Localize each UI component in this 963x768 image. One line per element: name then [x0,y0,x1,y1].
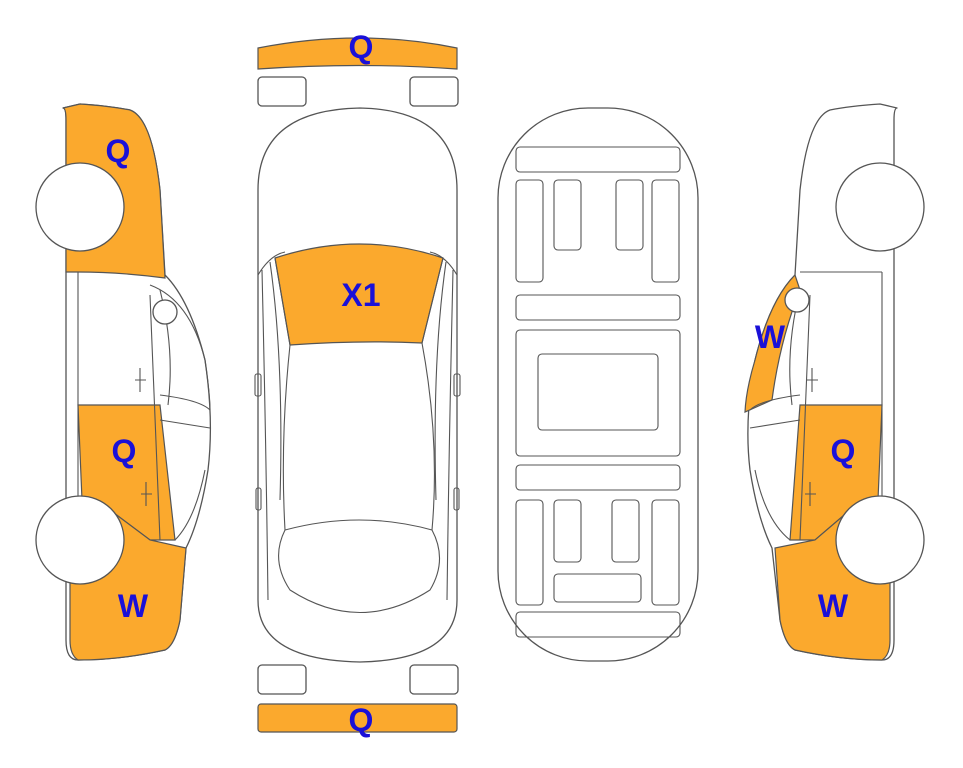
left-mirror-top [254,373,262,397]
right-rear-wheel [835,495,925,585]
left-front-fender-mark: Q [106,133,131,169]
rear-bumper-mark: Q [349,702,374,738]
underside-center-frame [515,329,681,457]
left-rear-quarter-mark: W [118,588,149,624]
underside-rear-cross [515,611,681,638]
side-sill-lines [261,261,454,601]
left-handle-top [255,487,262,511]
right-rear-quarter-mark: W [818,588,849,624]
right-side-view: W Q W [744,103,925,661]
underside-center-panel [537,353,659,431]
front-left-light [257,76,307,107]
underside-rear-left-mount [553,499,582,563]
roof-outline [282,342,435,531]
front-right-light [409,76,459,107]
left-rear-wheel [35,495,125,585]
right-front-wheel [835,162,925,252]
rear-glass-outline [278,529,441,613]
rear-right-light [409,664,459,695]
underside-front-right-mount [615,179,644,251]
left-front-door-mark: Q [112,433,137,469]
right-rear-door-mark: W [755,319,786,355]
left-rear-handle [141,482,152,506]
underside-rear-right-rail [651,499,680,606]
right-front-handle [807,368,818,392]
underside-front-beam [515,294,681,321]
underside-rear-right-mount [611,499,640,563]
right-door-lines [749,271,883,541]
right-side-mirror [784,287,810,313]
underside-view [497,107,699,662]
front-bumper-mark: Q [349,29,374,65]
right-front-door-mark: Q [831,433,856,469]
top-view: Q X1 Q [254,29,461,738]
underside-rear-crossmember [553,573,642,603]
underside-front-left-rail [515,179,544,283]
front-bumper-panel [257,37,458,70]
underside-front-right-rail [651,179,680,283]
rear-bumper-panel [257,703,458,733]
top-body [257,107,458,663]
underside-rear-left-rail [515,499,544,606]
left-front-wheel [35,162,125,252]
underside-front-left-mount [553,179,582,251]
left-side-mirror [152,299,178,325]
rear-left-light [257,664,307,695]
underside-front-cross [515,146,681,173]
right-rear-door-panel [744,273,801,413]
right-rear-handle [805,482,816,506]
underside-body [497,107,699,662]
left-door-lines [77,272,211,541]
right-mirror-top [453,373,461,397]
left-window-outline [149,284,211,411]
windshield-mark: X1 [341,277,380,313]
hood-lines [257,251,458,346]
underside-rear-beam [515,464,681,491]
right-handle-top [453,487,460,511]
left-front-handle [135,368,146,392]
left-side-view: Q Q W [35,103,212,661]
